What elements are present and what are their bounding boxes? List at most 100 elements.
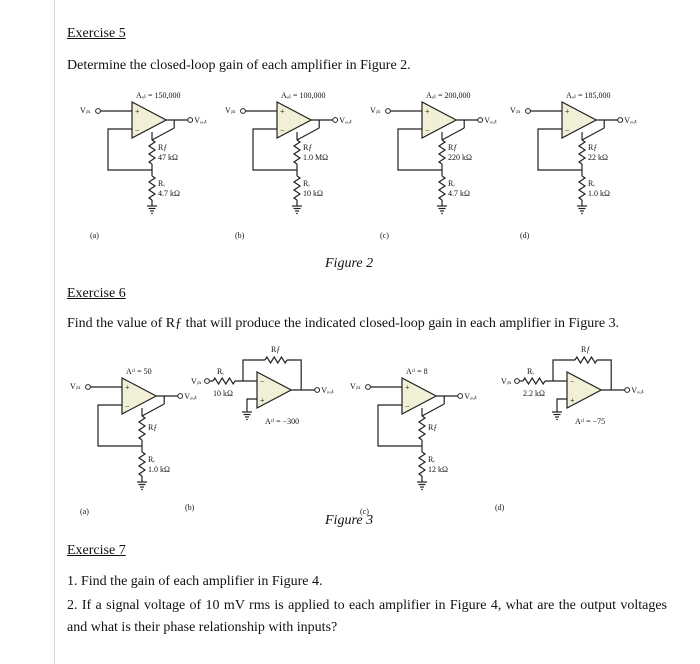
ri-value: 10 kΩ	[303, 189, 323, 198]
terminal	[457, 393, 464, 399]
circuit-tag: (a)	[90, 231, 99, 240]
wire	[287, 359, 302, 390]
resistor-symbol	[264, 355, 288, 365]
vout-label: Vₒᵤₜ	[194, 116, 207, 125]
rf-value: 22 kΩ	[588, 153, 608, 162]
terminal	[332, 117, 339, 123]
wire	[252, 128, 297, 171]
terminal	[624, 387, 631, 393]
vout-label: Vₒᵤₜ	[464, 392, 477, 401]
wire	[581, 127, 605, 141]
gain-label: Aₒₗ = 100,000	[281, 91, 326, 100]
ri-value: 4.7 kΩ	[448, 189, 470, 198]
opamp-symbol	[561, 101, 598, 139]
input-polarity-label: −	[280, 126, 285, 135]
terminal	[177, 393, 184, 399]
rf-label: Rƒ	[588, 143, 597, 152]
rf-label: Rƒ	[158, 143, 167, 152]
wire	[242, 359, 265, 381]
input-polarity-label: +	[280, 107, 285, 116]
terminal	[385, 108, 391, 114]
exercise-5-heading: Exercise 5	[67, 26, 126, 41]
input-polarity-label: −	[260, 377, 265, 386]
wire	[441, 127, 465, 141]
circuit-tag: (c)	[380, 231, 389, 240]
resistor-symbol	[574, 355, 598, 365]
input-polarity-label: +	[260, 396, 265, 405]
vout-label: Vₒᵤₜ	[184, 392, 197, 401]
terminal	[240, 108, 246, 114]
circuit-tag: (d)	[520, 231, 530, 240]
wire	[421, 403, 445, 417]
wire	[296, 127, 320, 141]
resistor-symbol	[437, 139, 447, 165]
exercise-7-item-1: 1. Find the gain of each amplifier in Fi…	[67, 574, 323, 589]
resistor-symbol	[137, 451, 147, 477]
figure-3-caption: Figure 3	[325, 513, 374, 528]
rf-label: Rƒ	[581, 345, 590, 354]
circuit-tag: (d)	[495, 503, 505, 512]
wire	[141, 403, 165, 417]
resistor-symbol	[417, 415, 427, 441]
input-polarity-label: −	[125, 402, 130, 411]
ri-label: Rᵢ	[158, 179, 165, 188]
rf-label: Rƒ	[271, 345, 280, 354]
vin-label: Vᵢₙ	[370, 106, 381, 115]
figure-2-caption: Figure 2	[325, 256, 374, 271]
input-polarity-label: +	[570, 396, 575, 405]
terminal	[204, 378, 210, 384]
opamp-symbol	[131, 101, 168, 139]
rf-value: 220 kΩ	[448, 153, 472, 162]
exercise-6-heading: Exercise 6	[67, 286, 126, 301]
input-polarity-label: +	[125, 383, 130, 392]
wire	[397, 128, 442, 171]
ri-label: Rᵢ	[303, 179, 310, 188]
input-polarity-label: −	[405, 402, 410, 411]
input-polarity-label: −	[570, 377, 575, 386]
circuit-tag: (b)	[235, 231, 245, 240]
vin-label: Vᵢₙ	[70, 382, 81, 391]
vin-label: Vᵢₙ	[501, 377, 512, 386]
exercise-7-item-2: 2. If a signal voltage of 10 mV rms is a…	[67, 598, 667, 635]
vout-label: Vₒᵤₜ	[624, 116, 637, 125]
rf-value: 47 kΩ	[158, 153, 178, 162]
wire	[556, 398, 567, 412]
gain-label: Aᶜˡ = −75	[575, 417, 605, 426]
vout-label: Vₒᵤₜ	[631, 386, 644, 395]
terminal	[514, 378, 520, 384]
wire	[97, 404, 142, 447]
input-polarity-label: −	[135, 126, 140, 135]
exercise-5-prompt: Determine the closed-loop gain of each a…	[67, 58, 411, 73]
gain-label: Aₒₗ = 185,000	[566, 91, 611, 100]
vout-label: Vₒᵤₜ	[321, 386, 334, 395]
vout-label: Vₒᵤₜ	[339, 116, 352, 125]
wire	[537, 128, 582, 171]
wire	[246, 398, 257, 412]
vout-label: Vₒᵤₜ	[484, 116, 497, 125]
gain-label: Aₒₗ = 150,000	[136, 91, 181, 100]
ri-label: Rᵢ	[428, 455, 435, 464]
resistor-symbol	[292, 175, 302, 201]
terminal	[187, 117, 194, 123]
resistor-symbol	[292, 139, 302, 165]
input-polarity-label: −	[565, 126, 570, 135]
ri-value: 1.0 kΩ	[148, 465, 170, 474]
vin-label: Vᵢₙ	[225, 106, 236, 115]
exercise-6-prompt: Find the value of Rƒ that will produce t…	[67, 316, 620, 331]
vin-label: Vᵢₙ	[80, 106, 91, 115]
input-polarity-label: +	[135, 107, 140, 116]
rf-label: Rƒ	[448, 143, 457, 152]
resistor-symbol	[417, 451, 427, 477]
resistor-symbol	[437, 175, 447, 201]
vin-label: Vᵢₙ	[350, 382, 361, 391]
input-polarity-label: −	[425, 126, 430, 135]
rf-label: Rƒ	[303, 143, 312, 152]
wire	[552, 359, 575, 381]
input-polarity-label: +	[565, 107, 570, 116]
opamp-symbol	[121, 377, 158, 415]
resistor-symbol	[212, 376, 236, 386]
resistor-symbol	[577, 175, 587, 201]
input-polarity-label: +	[425, 107, 430, 116]
